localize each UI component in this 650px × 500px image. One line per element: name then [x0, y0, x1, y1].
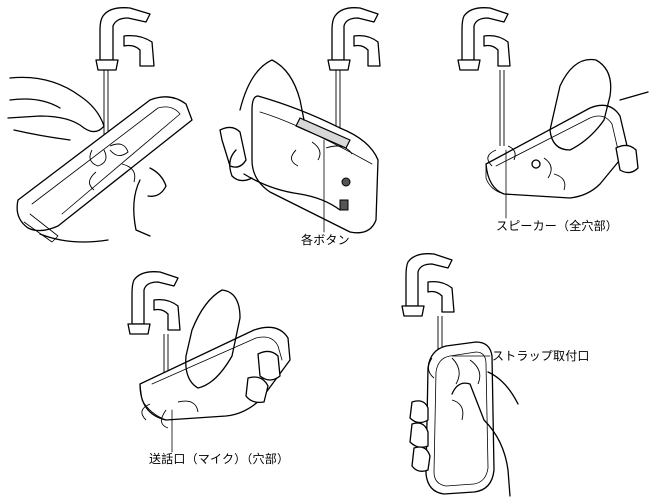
- label-mic: 送話口（マイク）（穴部）: [149, 452, 290, 466]
- faucet-icon: [401, 253, 455, 317]
- panel-front-wash: [7, 7, 193, 243]
- faucet-icon: [327, 7, 381, 71]
- label-speaker: スピーカー（全穴部）: [496, 219, 619, 233]
- panel-speaker-wash: [457, 7, 649, 219]
- panel-mic-wash: [127, 271, 291, 453]
- panel-buttons-wash: [219, 7, 381, 234]
- panel-strap-wash: [401, 253, 519, 497]
- faucet-icon: [127, 271, 181, 335]
- faucet-icon: [457, 7, 511, 71]
- label-strap: ストラップ取付口: [492, 349, 590, 363]
- label-buttons: 各ボタン: [301, 233, 350, 247]
- faucet-icon: [95, 7, 155, 71]
